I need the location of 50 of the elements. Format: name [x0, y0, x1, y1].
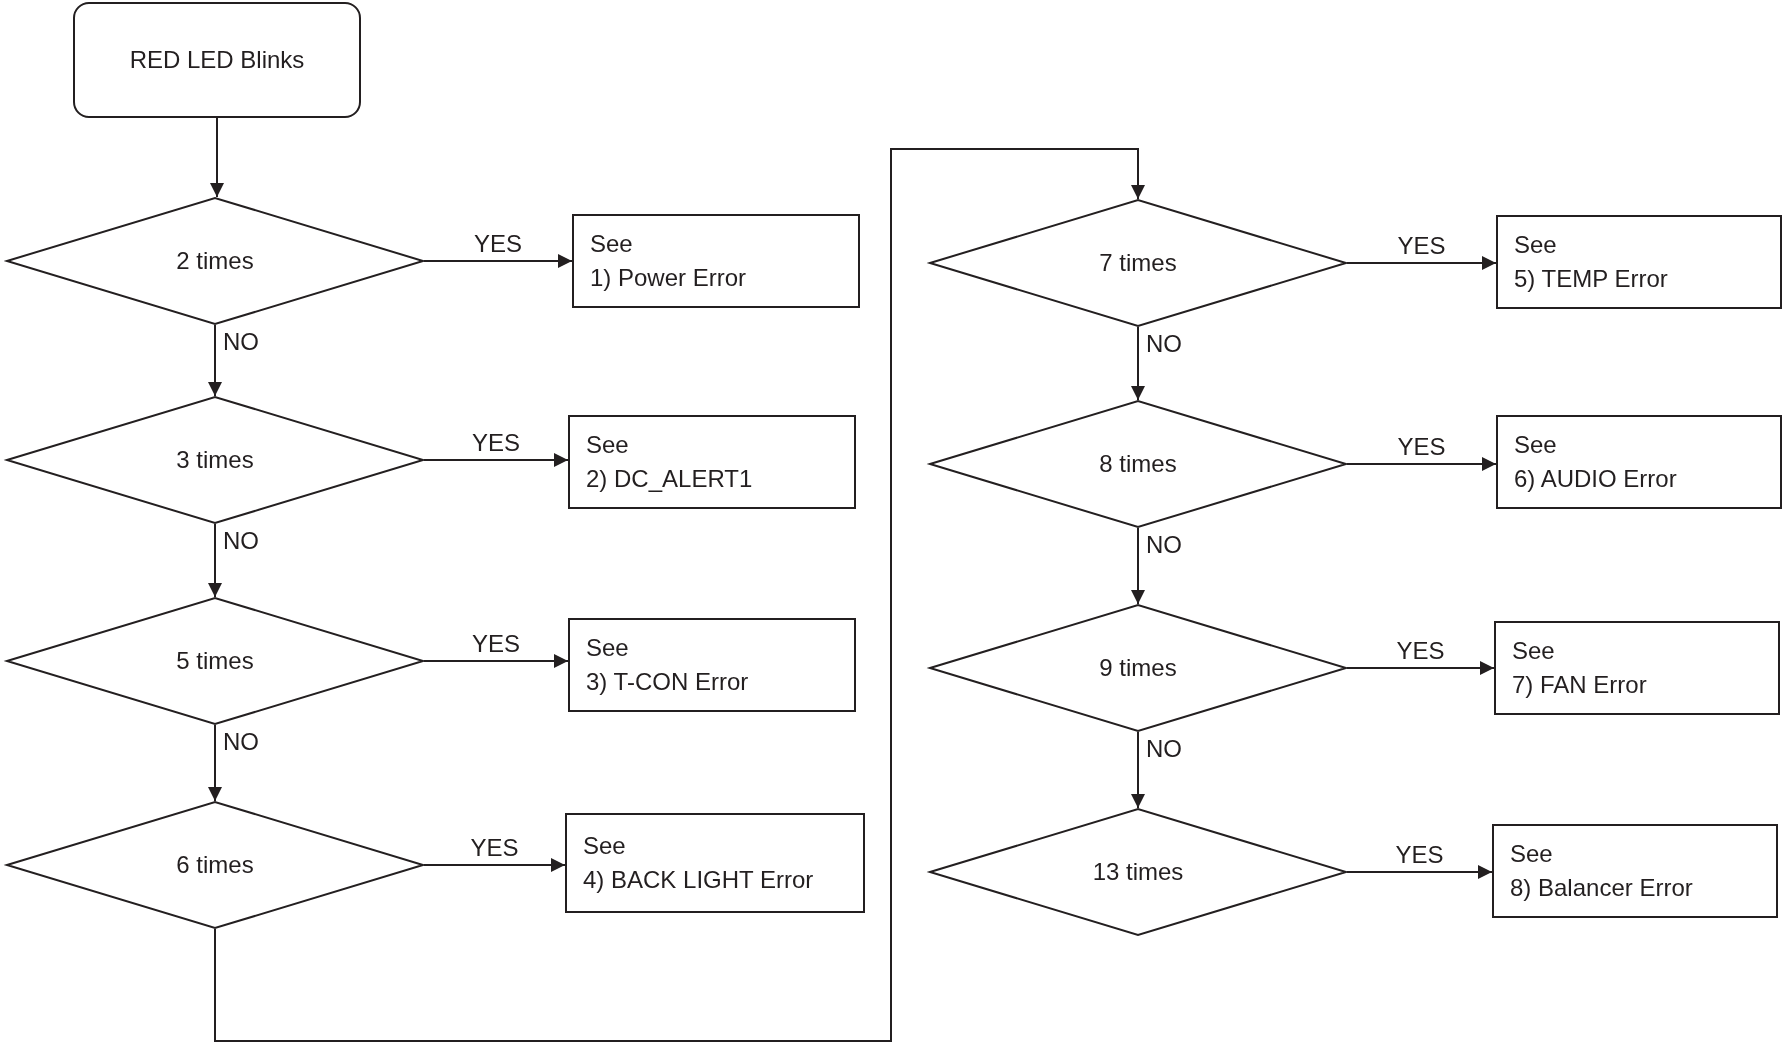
- decision-text: 5 times: [176, 646, 254, 676]
- box-text: See: [590, 229, 634, 259]
- box-text: RED LED Blinks: [129, 45, 305, 75]
- box-text: See: [583, 831, 627, 861]
- arrow: [1346, 661, 1495, 675]
- arrow: [423, 858, 566, 872]
- result-box: [568, 415, 856, 509]
- decision-text: 3 times: [176, 445, 254, 475]
- box-text: See: [1510, 839, 1554, 869]
- arrow: [1131, 731, 1145, 809]
- arrow: [423, 654, 569, 668]
- box-text: 4) BACK LIGHT Error: [583, 865, 815, 895]
- result-box: [1496, 215, 1782, 309]
- arrow: [1131, 326, 1145, 401]
- arrow: [208, 324, 222, 397]
- box-text: 8) Balancer Error: [1510, 873, 1694, 903]
- decision-text: 8 times: [1099, 449, 1177, 479]
- arrow: [214, 148, 1145, 1042]
- decision-text: 9 times: [1099, 653, 1177, 683]
- arrow: [210, 117, 224, 198]
- arrow: [1346, 457, 1497, 471]
- arrow: [423, 453, 569, 467]
- arrow: [423, 254, 573, 268]
- arrow: [1346, 865, 1493, 879]
- decision-text: 13 times: [1092, 857, 1184, 887]
- box-text: 6) AUDIO Error: [1514, 464, 1678, 494]
- box-text: See: [1514, 230, 1558, 260]
- result-box: [565, 813, 865, 913]
- box-text: See: [1512, 636, 1556, 666]
- start-box: [73, 2, 361, 118]
- decision-text: 2 times: [176, 246, 254, 276]
- decision-text: 6 times: [176, 850, 254, 880]
- decision-text: 7 times: [1099, 248, 1177, 278]
- box-text: 2) DC_ALERT1: [586, 464, 754, 494]
- box-text: 1) Power Error: [590, 263, 748, 293]
- box-text: 5) TEMP Error: [1514, 264, 1669, 294]
- result-box: [1492, 824, 1778, 918]
- box-text: See: [586, 430, 630, 460]
- result-box: [1496, 415, 1782, 509]
- box-text: 7) FAN Error: [1512, 670, 1648, 700]
- box-text: See: [1514, 430, 1558, 460]
- result-box: [1494, 621, 1780, 715]
- arrow: [208, 523, 222, 598]
- arrow: [208, 724, 222, 802]
- box-text: See: [586, 633, 630, 663]
- box-text: 3) T-CON Error: [586, 667, 750, 697]
- arrow: [1346, 256, 1497, 270]
- result-box: [568, 618, 856, 712]
- arrow: [1131, 527, 1145, 605]
- result-box: [572, 214, 860, 308]
